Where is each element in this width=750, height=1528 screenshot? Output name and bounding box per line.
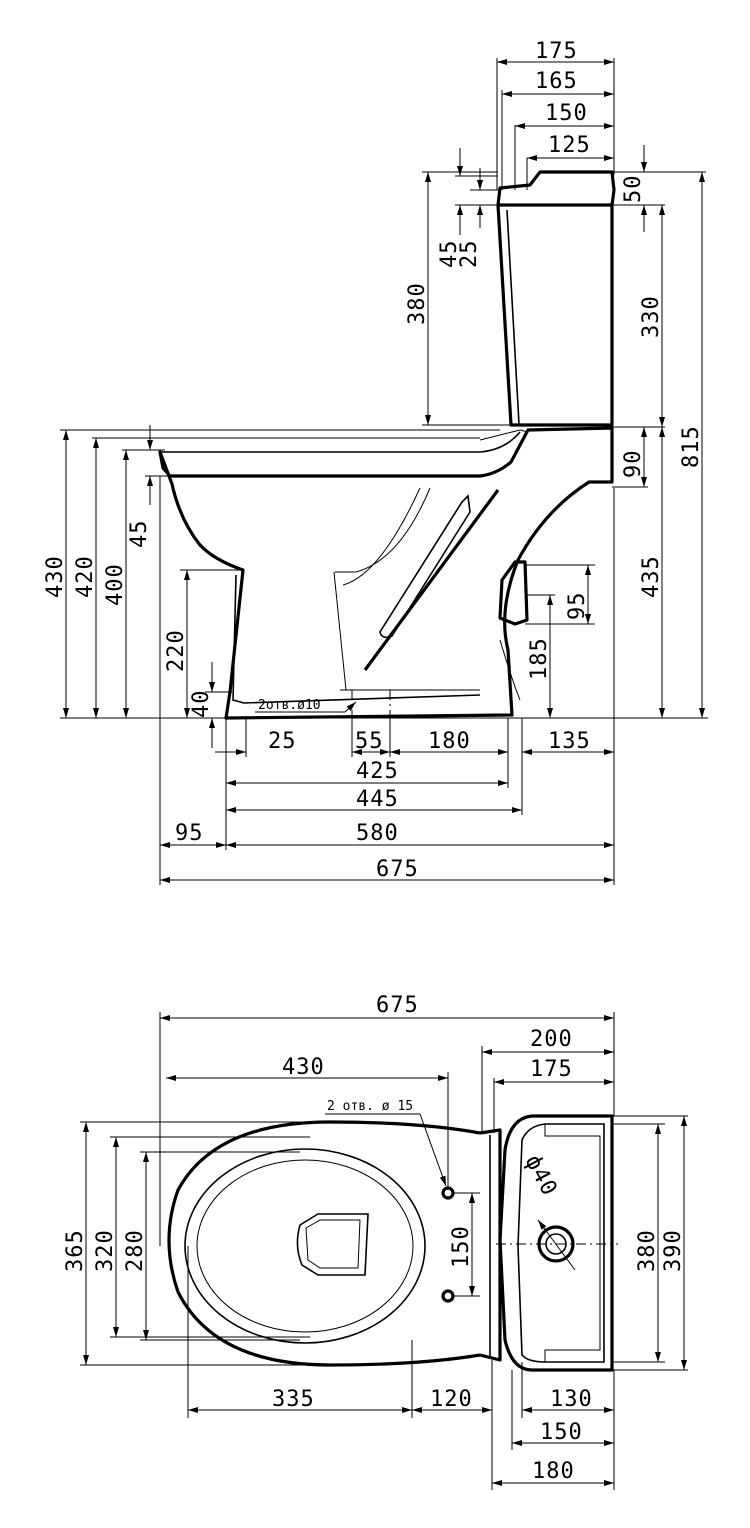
dim-side-445: 445 [356, 787, 399, 812]
dim-side-425: 425 [356, 759, 399, 784]
dim-side-420: 420 [73, 555, 98, 598]
top-tank-outline [498, 1114, 614, 1372]
dim-top-380: 380 [635, 1229, 660, 1272]
dim-top-200: 200 [530, 1027, 573, 1052]
dim-side-55: 55 [355, 729, 384, 754]
dim-side-50: 50 [621, 175, 646, 204]
dim-side-400: 400 [103, 563, 128, 606]
dim-top-150-bottom: 150 [540, 1420, 583, 1445]
dim-side-165: 165 [535, 69, 578, 94]
top-hole-2 [441, 1289, 455, 1303]
dim-side-95: 95 [565, 592, 590, 621]
dim-top-130: 130 [550, 1387, 593, 1412]
dim-side-430: 430 [43, 555, 68, 598]
note-top-outlet: ф40 [520, 1151, 562, 1200]
top-drain [296, 1213, 369, 1276]
dim-top-180: 180 [532, 1459, 575, 1484]
dim-top-320: 320 [93, 1229, 118, 1272]
side-bottom-dims: 25 55 180 135 425 445 95 580 675 [159, 476, 615, 885]
side-top-dims: 175 165 150 125 [496, 39, 615, 190]
dim-top-430: 430 [282, 1055, 325, 1080]
dim-side-330: 330 [639, 295, 664, 338]
dim-top-390: 390 [661, 1229, 686, 1272]
side-right-dims: 50 330 90 435 815 95 185 [525, 145, 706, 718]
dim-side-380: 380 [405, 282, 430, 325]
dim-side-675: 675 [376, 857, 419, 882]
dim-side-45-rim: 45 [127, 520, 152, 549]
dim-top-675: 675 [376, 993, 419, 1018]
bowl-outline [158, 426, 614, 720]
dim-top-150-holes: 150 [449, 1225, 474, 1268]
dim-side-580: 580 [356, 821, 399, 846]
dim-top-175: 175 [530, 1057, 573, 1082]
dim-side-45-lid: 45 [437, 240, 462, 269]
dim-top-280: 280 [123, 1229, 148, 1272]
dim-side-185: 185 [527, 637, 552, 680]
dim-side-40: 40 [189, 690, 214, 719]
dim-side-125: 125 [548, 133, 591, 158]
note-top-holes: 2 отв. ø 15 [327, 1099, 413, 1114]
side-view: 2отв.ø10 175 165 150 125 5 [43, 39, 708, 885]
dim-side-25-base: 25 [268, 729, 297, 754]
note-side-holes: 2отв.ø10 [258, 698, 321, 713]
dim-side-135: 135 [548, 729, 591, 754]
dim-side-25-lid: 25 [457, 240, 482, 269]
dim-side-815: 815 [679, 425, 704, 468]
dim-side-95-base: 95 [175, 821, 204, 846]
side-left-dims: 380 45 25 430 420 400 45 22 [43, 148, 512, 748]
dim-side-220: 220 [164, 629, 189, 672]
top-bowl-outline [167, 1120, 481, 1367]
dim-top-365: 365 [63, 1229, 88, 1272]
dim-side-175: 175 [535, 39, 578, 64]
dim-side-435: 435 [639, 555, 664, 598]
dim-top-335: 335 [272, 1387, 315, 1412]
dim-side-180: 180 [428, 729, 471, 754]
dim-side-90: 90 [621, 450, 646, 479]
tank-outline [496, 170, 616, 207]
dim-side-150: 150 [545, 101, 588, 126]
dim-top-120: 120 [430, 1387, 473, 1412]
top-view: ф40 2 отв. ø 15 150 675 200 430 175 365 [63, 993, 688, 1490]
